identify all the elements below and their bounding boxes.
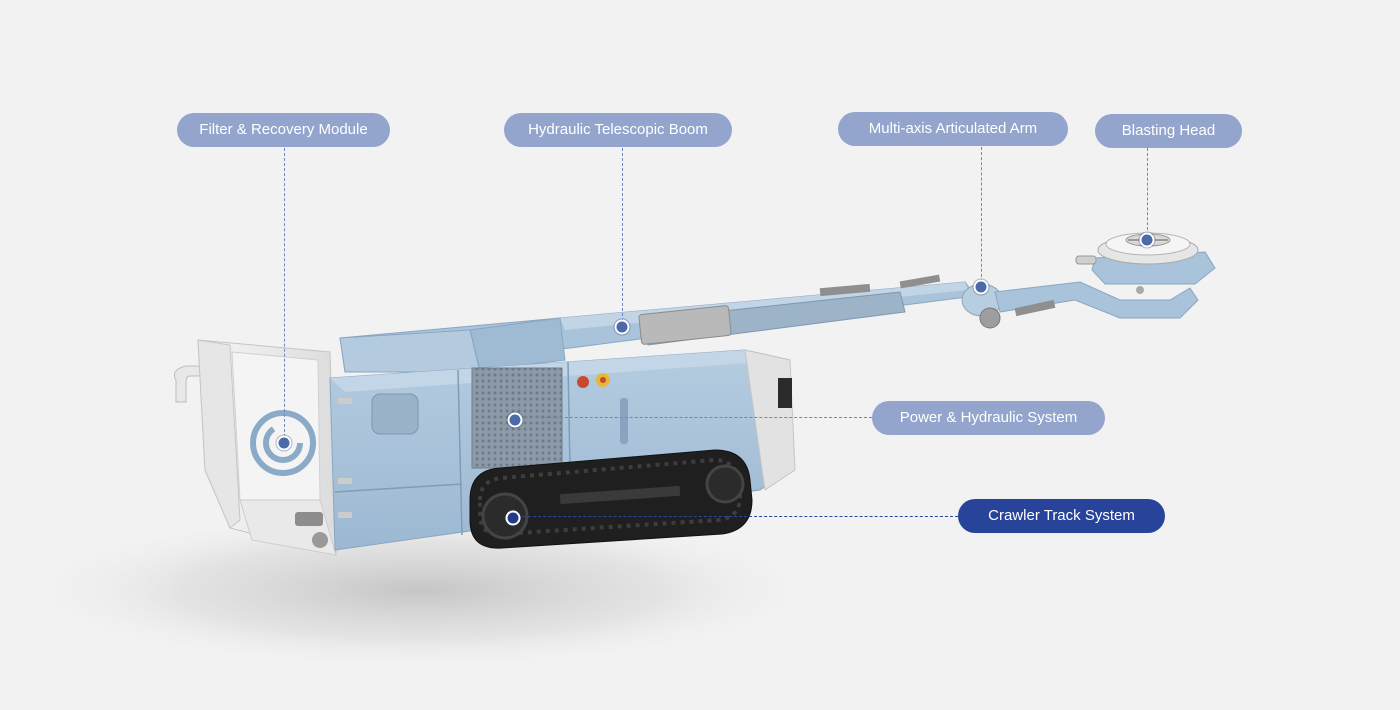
filter-module-shape — [173, 339, 337, 556]
head-leader-line — [1147, 148, 1148, 240]
power-anchor-dot[interactable] — [507, 412, 523, 428]
power-leader-line — [515, 417, 872, 418]
filter-recovery-module-label[interactable]: Filter & Recovery Module — [177, 113, 390, 147]
crawler-track-system-label[interactable]: Crawler Track System — [958, 499, 1165, 533]
filter-anchor-dot[interactable] — [276, 435, 292, 451]
crawler-anchor-dot[interactable] — [505, 510, 521, 526]
power-hydraulic-system-label[interactable]: Power & Hydraulic System — [872, 401, 1105, 435]
crawler-track-shape — [469, 449, 753, 549]
head-anchor-dot[interactable] — [1139, 232, 1155, 248]
arm-leader-line — [981, 147, 982, 287]
filter-leader-line — [284, 148, 285, 442]
boom-leader-line — [622, 148, 623, 326]
arm-anchor-dot[interactable] — [973, 279, 989, 295]
crawler-leader-line — [513, 516, 958, 517]
hydraulic-telescopic-boom-label[interactable]: Hydraulic Telescopic Boom — [504, 113, 732, 147]
articulated-arm — [961, 281, 1199, 329]
multi-axis-articulated-arm-label[interactable]: Multi-axis Articulated Arm — [838, 112, 1068, 146]
blasting-head-label[interactable]: Blasting Head — [1095, 114, 1242, 148]
telescopic-boom — [339, 274, 976, 373]
ground-shadow — [20, 510, 820, 670]
boom-anchor-dot[interactable] — [614, 319, 630, 335]
